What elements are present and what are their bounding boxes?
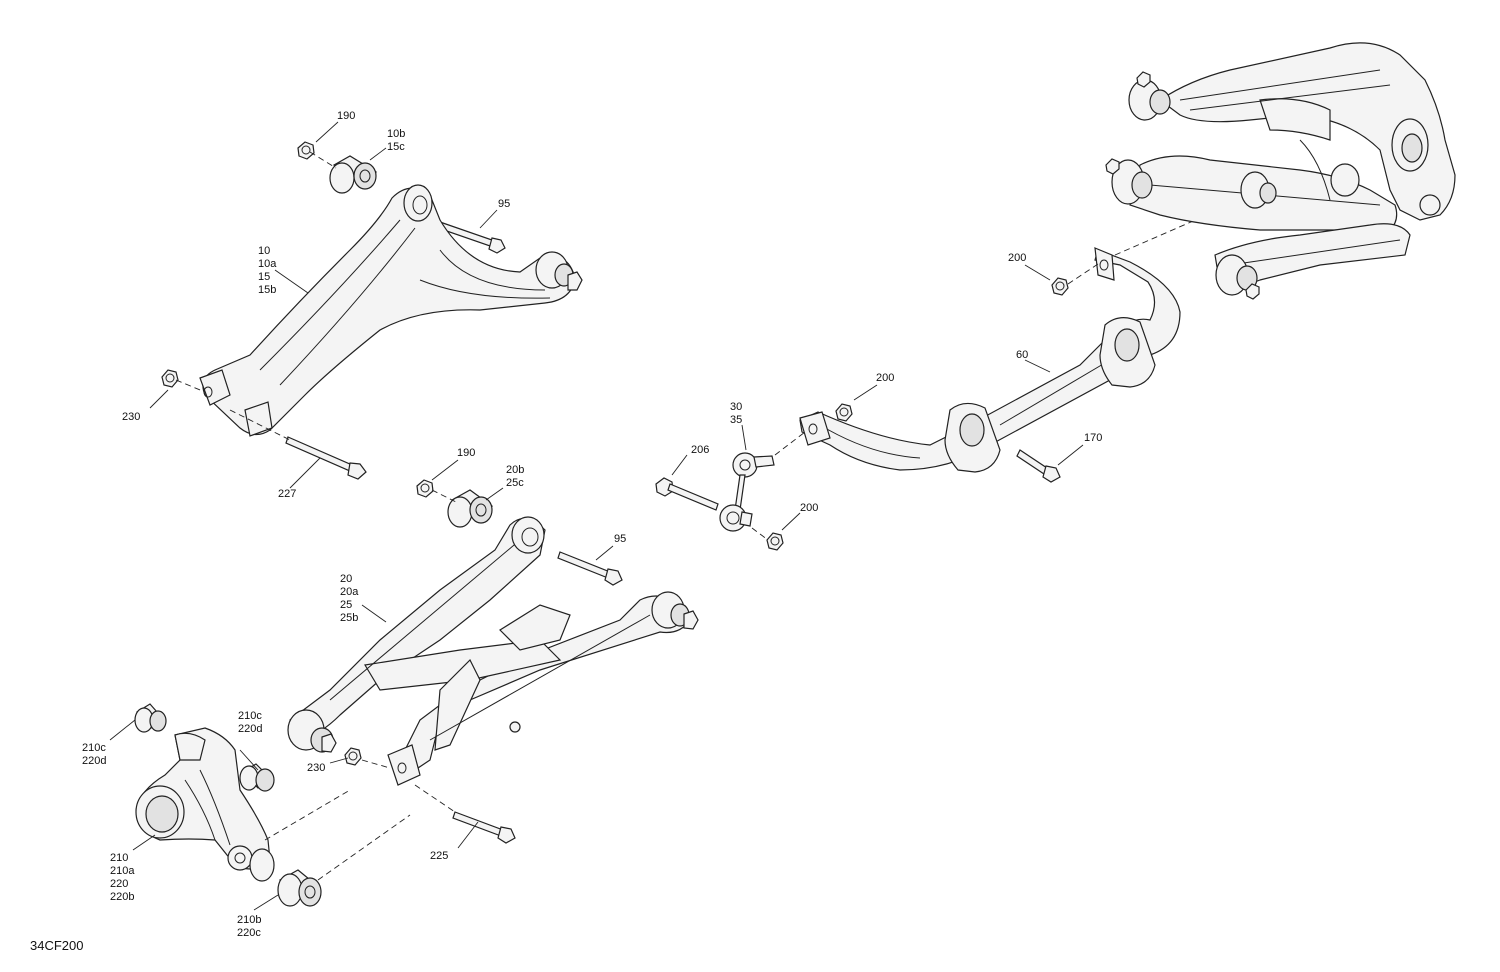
callout-170: 170 xyxy=(1084,432,1102,444)
stabilizer-link xyxy=(655,431,806,551)
bar-nut-200 xyxy=(835,403,853,422)
knuckle-bushing-upper-right xyxy=(239,763,275,792)
lower-arm-nut-190 xyxy=(416,479,434,498)
callout-200-bar: 200 xyxy=(876,372,894,384)
callout-190-top: 190 xyxy=(337,110,355,122)
lower-arm-bolt-95 xyxy=(557,551,623,586)
stabilizer-bar xyxy=(799,204,1231,483)
callout-230-top: 230 xyxy=(122,411,140,423)
upper-arm-nut-190 xyxy=(297,141,315,160)
callout-227: 227 xyxy=(278,488,296,500)
callout-206: 206 xyxy=(691,444,709,456)
upper-arm-body xyxy=(199,184,583,437)
lower-arm-bolt-225 xyxy=(452,811,516,844)
callout-200-top: 200 xyxy=(1008,252,1026,264)
callout-200-link: 200 xyxy=(800,502,818,514)
knuckle-body xyxy=(135,727,275,882)
upper-a-arm xyxy=(161,141,583,480)
callout-60: 60 xyxy=(1016,349,1028,361)
knuckle-bushing-lower xyxy=(277,869,322,907)
stabilizer-bushing-left xyxy=(944,402,1001,473)
bar-nut-200-top xyxy=(1051,277,1069,296)
lower-arm-nut-230 xyxy=(344,747,362,766)
upper-arm-bushing xyxy=(329,155,378,194)
knuckle-assembly xyxy=(134,703,411,907)
leader-lines xyxy=(109,121,1084,911)
upper-arm-nut-230 xyxy=(161,369,179,388)
link-bolt-206 xyxy=(655,477,719,511)
bar-bolt-170 xyxy=(1016,449,1061,483)
link-nut-200 xyxy=(766,532,784,551)
callout-225: 225 xyxy=(430,850,448,862)
diagram-reference-code: 34CF200 xyxy=(30,938,83,953)
stabilizer-bushing-right xyxy=(1099,317,1156,388)
lower-a-arm xyxy=(287,479,699,844)
upper-arm-bolt-227 xyxy=(285,436,367,480)
assembled-suspension xyxy=(1105,42,1456,300)
callout-230-low: 230 xyxy=(307,762,325,774)
callout-95-top: 95 xyxy=(498,198,510,210)
knuckle-bushing-upper-left xyxy=(134,703,167,733)
callout-95-mid: 95 xyxy=(614,533,626,545)
lower-arm-bushing xyxy=(447,489,494,528)
callout-190-mid: 190 xyxy=(457,447,475,459)
lower-arm-body xyxy=(287,516,699,786)
